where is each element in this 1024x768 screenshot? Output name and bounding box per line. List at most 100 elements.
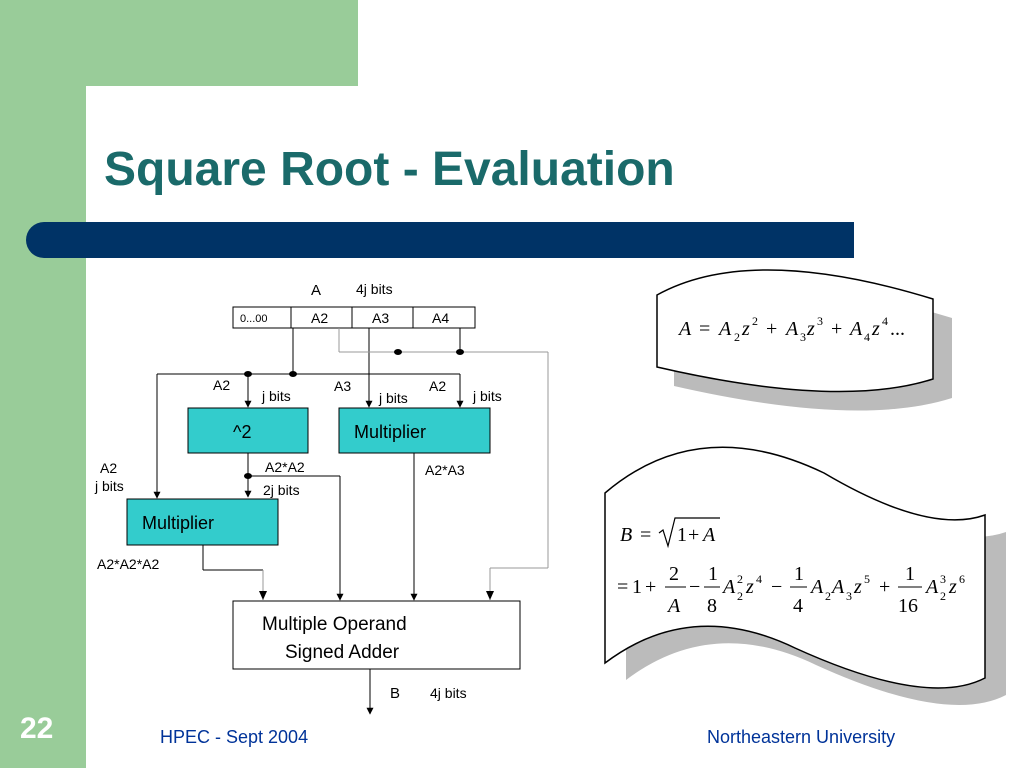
- register-cell-zeros: 0...00: [240, 313, 268, 325]
- eq1-dots: ...: [890, 318, 905, 340]
- eq1-z1-sup: 2: [752, 314, 758, 328]
- eq3-f4-num: 1: [905, 563, 915, 585]
- footer-institution: Northeastern University: [707, 727, 896, 747]
- mul-a3-bits: j bits: [378, 390, 408, 406]
- eq1-a3-sub: 3: [800, 330, 806, 344]
- eq1-plus2: +: [831, 318, 842, 340]
- eq3-t4-sup: 3: [940, 572, 946, 586]
- eq3-t3-a2: A: [830, 576, 845, 598]
- left-a2-label: A2: [100, 460, 117, 476]
- eq1-a4: A: [848, 318, 863, 340]
- slide-title: Square Root - Evaluation: [104, 143, 675, 196]
- mul-a3-label: A3: [334, 378, 351, 394]
- equation-banner-2: [604, 446, 986, 689]
- sqrt-sign: [658, 517, 720, 549]
- eq1-a2-sub: 2: [734, 330, 740, 344]
- equation-3: = 1 + 2 A − 1 8 A 2 2 z 4 − 1 4 A 2 A 3 …: [617, 563, 965, 617]
- eq1-plus1: +: [766, 318, 777, 340]
- eq3-t4-sub: 2: [940, 589, 946, 603]
- mul-top-output-label: A2*A3: [425, 462, 465, 478]
- sq-output-label: A2*A2: [265, 459, 305, 475]
- register-cell-a3: A3: [372, 310, 389, 326]
- mul-a2-bits: j bits: [472, 388, 502, 404]
- eq3-t2-z: z: [745, 576, 754, 598]
- eq3-f3-num: 1: [794, 563, 804, 585]
- adder-label-line2: Signed Adder: [285, 642, 400, 663]
- equation-1: A = A 2 z 2 + A 3 z 3 + A 4 z 4 ...: [677, 314, 905, 344]
- grey-arrowhead: [486, 591, 494, 600]
- eq3-t3-sub: 2: [825, 589, 831, 603]
- multiplier-bottom-block: [126, 498, 279, 546]
- eq1-eq: =: [699, 318, 710, 340]
- eq3-t3-a: A: [809, 576, 824, 598]
- eq3-plus2: +: [879, 576, 890, 598]
- adder-block: [232, 600, 521, 670]
- square-block: [187, 407, 309, 454]
- eq3-minus2: −: [771, 576, 782, 598]
- register-width: 4j bits: [356, 281, 393, 297]
- eq1-a: A: [677, 318, 692, 340]
- square-block-label: ^2: [233, 422, 251, 442]
- eq3-f2-num: 1: [708, 563, 718, 585]
- output-label: B: [390, 685, 400, 702]
- eq2-a: A: [701, 524, 716, 546]
- junction-dots: [244, 349, 464, 479]
- eq3-eq: =: [617, 576, 628, 598]
- eq1-a3: A: [784, 318, 799, 340]
- eq2-b: B: [620, 524, 632, 546]
- eq2-plus: +: [688, 524, 699, 546]
- adder-label-line1: Multiple Operand: [262, 614, 407, 635]
- eq3-f3-den: 4: [793, 595, 803, 617]
- eq3-minus1: −: [689, 576, 700, 598]
- eq3-t4-zsup: 6: [959, 572, 965, 586]
- eq3-t3-sub2: 3: [846, 589, 852, 603]
- eq3-t2-sup: 2: [737, 572, 743, 586]
- eq3-f4-den: 16: [898, 595, 918, 617]
- eq1-a2: A: [717, 318, 732, 340]
- sq-output-bits: 2j bits: [263, 482, 300, 498]
- register-label: A: [311, 282, 321, 299]
- multiplier-top-label: Multiplier: [354, 422, 426, 442]
- multiplier-bottom-label: Multiplier: [142, 513, 214, 533]
- eq3-f1-den: A: [666, 595, 681, 617]
- title-underline-bar: [26, 222, 854, 258]
- eq3-t2-zsup: 4: [756, 572, 762, 586]
- grey-wiring: [262, 328, 549, 600]
- register-cell-a2: A2: [311, 310, 328, 326]
- top-green-band: [0, 0, 358, 86]
- eq3-f1-num: 2: [669, 563, 679, 585]
- left-green-band: [0, 0, 86, 768]
- equation-banner-1: [656, 269, 934, 393]
- eq2-eq: =: [640, 524, 651, 546]
- page-number: 22: [20, 712, 54, 745]
- eq2-one: 1: [677, 524, 687, 546]
- eq3-t2-a: A: [721, 576, 736, 598]
- footer-event: HPEC - Sept 2004: [160, 727, 309, 747]
- sq-input-bits: j bits: [261, 388, 291, 404]
- sq-input-label: A2: [213, 377, 230, 393]
- register-a: [232, 306, 476, 329]
- wiring: [153, 328, 464, 715]
- mul-a2-label: A2: [429, 378, 446, 394]
- eq1-z3: z: [871, 318, 880, 340]
- register-cell-a4: A4: [432, 310, 449, 326]
- eq3-t4-z: z: [948, 576, 957, 598]
- eq3-plus1: +: [645, 576, 656, 598]
- eq3-one: 1: [632, 576, 642, 598]
- equation-2: B = 1 + A: [620, 517, 720, 549]
- eq1-a4-sub: 4: [864, 330, 870, 344]
- eq3-f2-den: 8: [707, 595, 717, 617]
- left-a2-bits: j bits: [94, 478, 124, 494]
- eq1-z1: z: [741, 318, 750, 340]
- multiplier-top-block: [338, 407, 491, 454]
- eq1-z2-sup: 3: [817, 314, 823, 328]
- eq1-z3-sup: 4: [882, 314, 888, 328]
- eq3-t3-z: z: [853, 576, 862, 598]
- mul-bottom-output-label: A2*A2*A2: [97, 556, 159, 572]
- eq1-z2: z: [806, 318, 815, 340]
- grey-arrowhead: [259, 591, 267, 600]
- eq3-t3-zsup: 5: [864, 572, 870, 586]
- eq3-t4-a: A: [924, 576, 939, 598]
- eq3-t2-sub: 2: [737, 589, 743, 603]
